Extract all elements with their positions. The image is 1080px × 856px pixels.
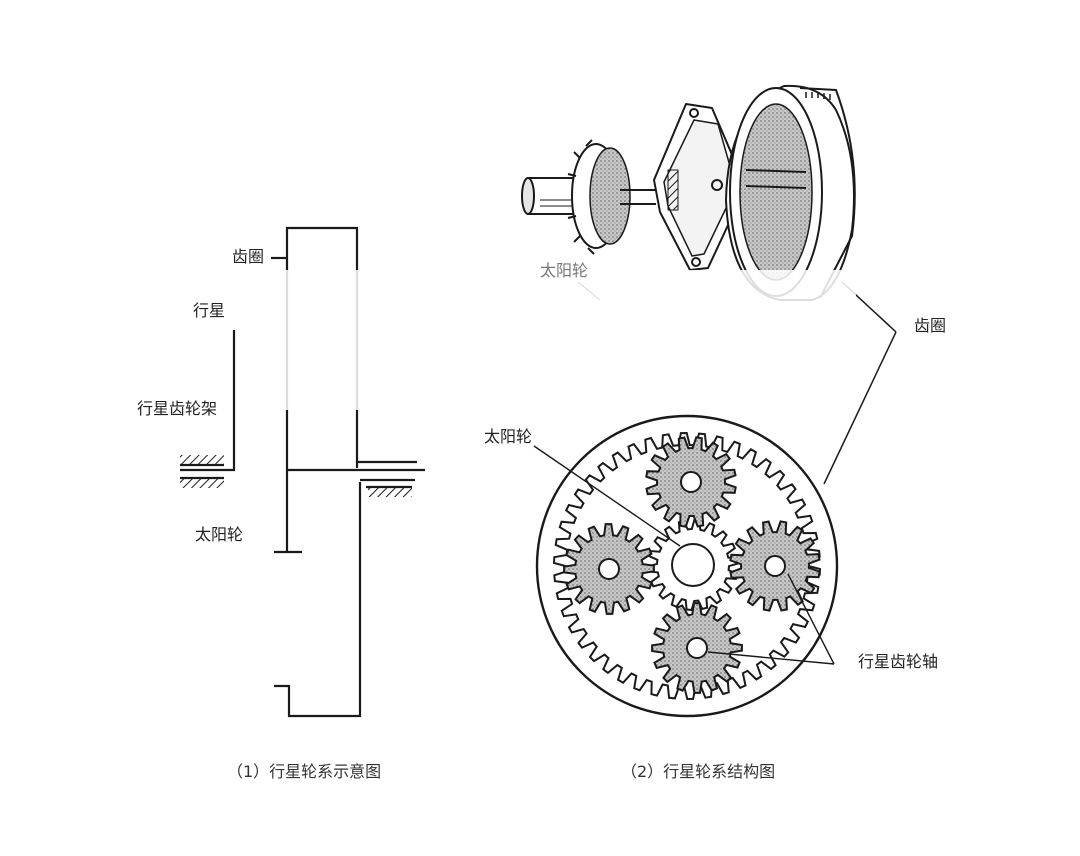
caption-left: （1）行星轮系示意图 (227, 762, 382, 781)
sun-gear-sketch (567, 139, 656, 255)
ground-hatch-right (368, 487, 412, 497)
label-sun-gear-top: 太阳轮 (540, 261, 589, 280)
planet-gear-right (729, 520, 821, 612)
overlay-band (236, 270, 856, 410)
label-planet-shaft: 行星齿轮轴 (858, 652, 939, 671)
exploded-view (521, 84, 856, 301)
ground-hatch-left-top (180, 455, 224, 465)
planet-carrier-plate (653, 103, 747, 271)
label-sun-gear-left: 太阳轮 (195, 525, 244, 544)
planet-gear-shaft (764, 555, 786, 577)
planetary-front-view (535, 414, 839, 718)
label-planet-partial: 行星 (193, 301, 226, 320)
planet-gear-shaft (680, 471, 702, 493)
label-sun-gear-right: 太阳轮 (484, 427, 533, 446)
planet-shaft-leader (707, 573, 835, 665)
sun-gear-bore (671, 543, 715, 587)
sun-gear-leader (533, 445, 681, 547)
planet-gears (563, 436, 821, 694)
caption-right: （2）行星轮系结构图 (621, 762, 776, 781)
label-ring-gear-right: 齿圈 (914, 316, 947, 335)
planet-gear-left (563, 523, 655, 615)
label-ring-gear-left: 齿圈 (232, 247, 265, 266)
planet-gear-shaft (686, 637, 708, 659)
label-planet-carrier: 行星齿轮架 (137, 399, 218, 418)
planet-gear-top (645, 436, 737, 528)
planet-carrier-outline (180, 330, 236, 472)
planet-gear-bottom (651, 602, 743, 694)
sun-gear-bottom (274, 482, 362, 718)
ground-hatch-left-bottom (180, 478, 224, 488)
ring-gear-drum (725, 84, 856, 301)
planet-gear-shaft (598, 558, 620, 580)
